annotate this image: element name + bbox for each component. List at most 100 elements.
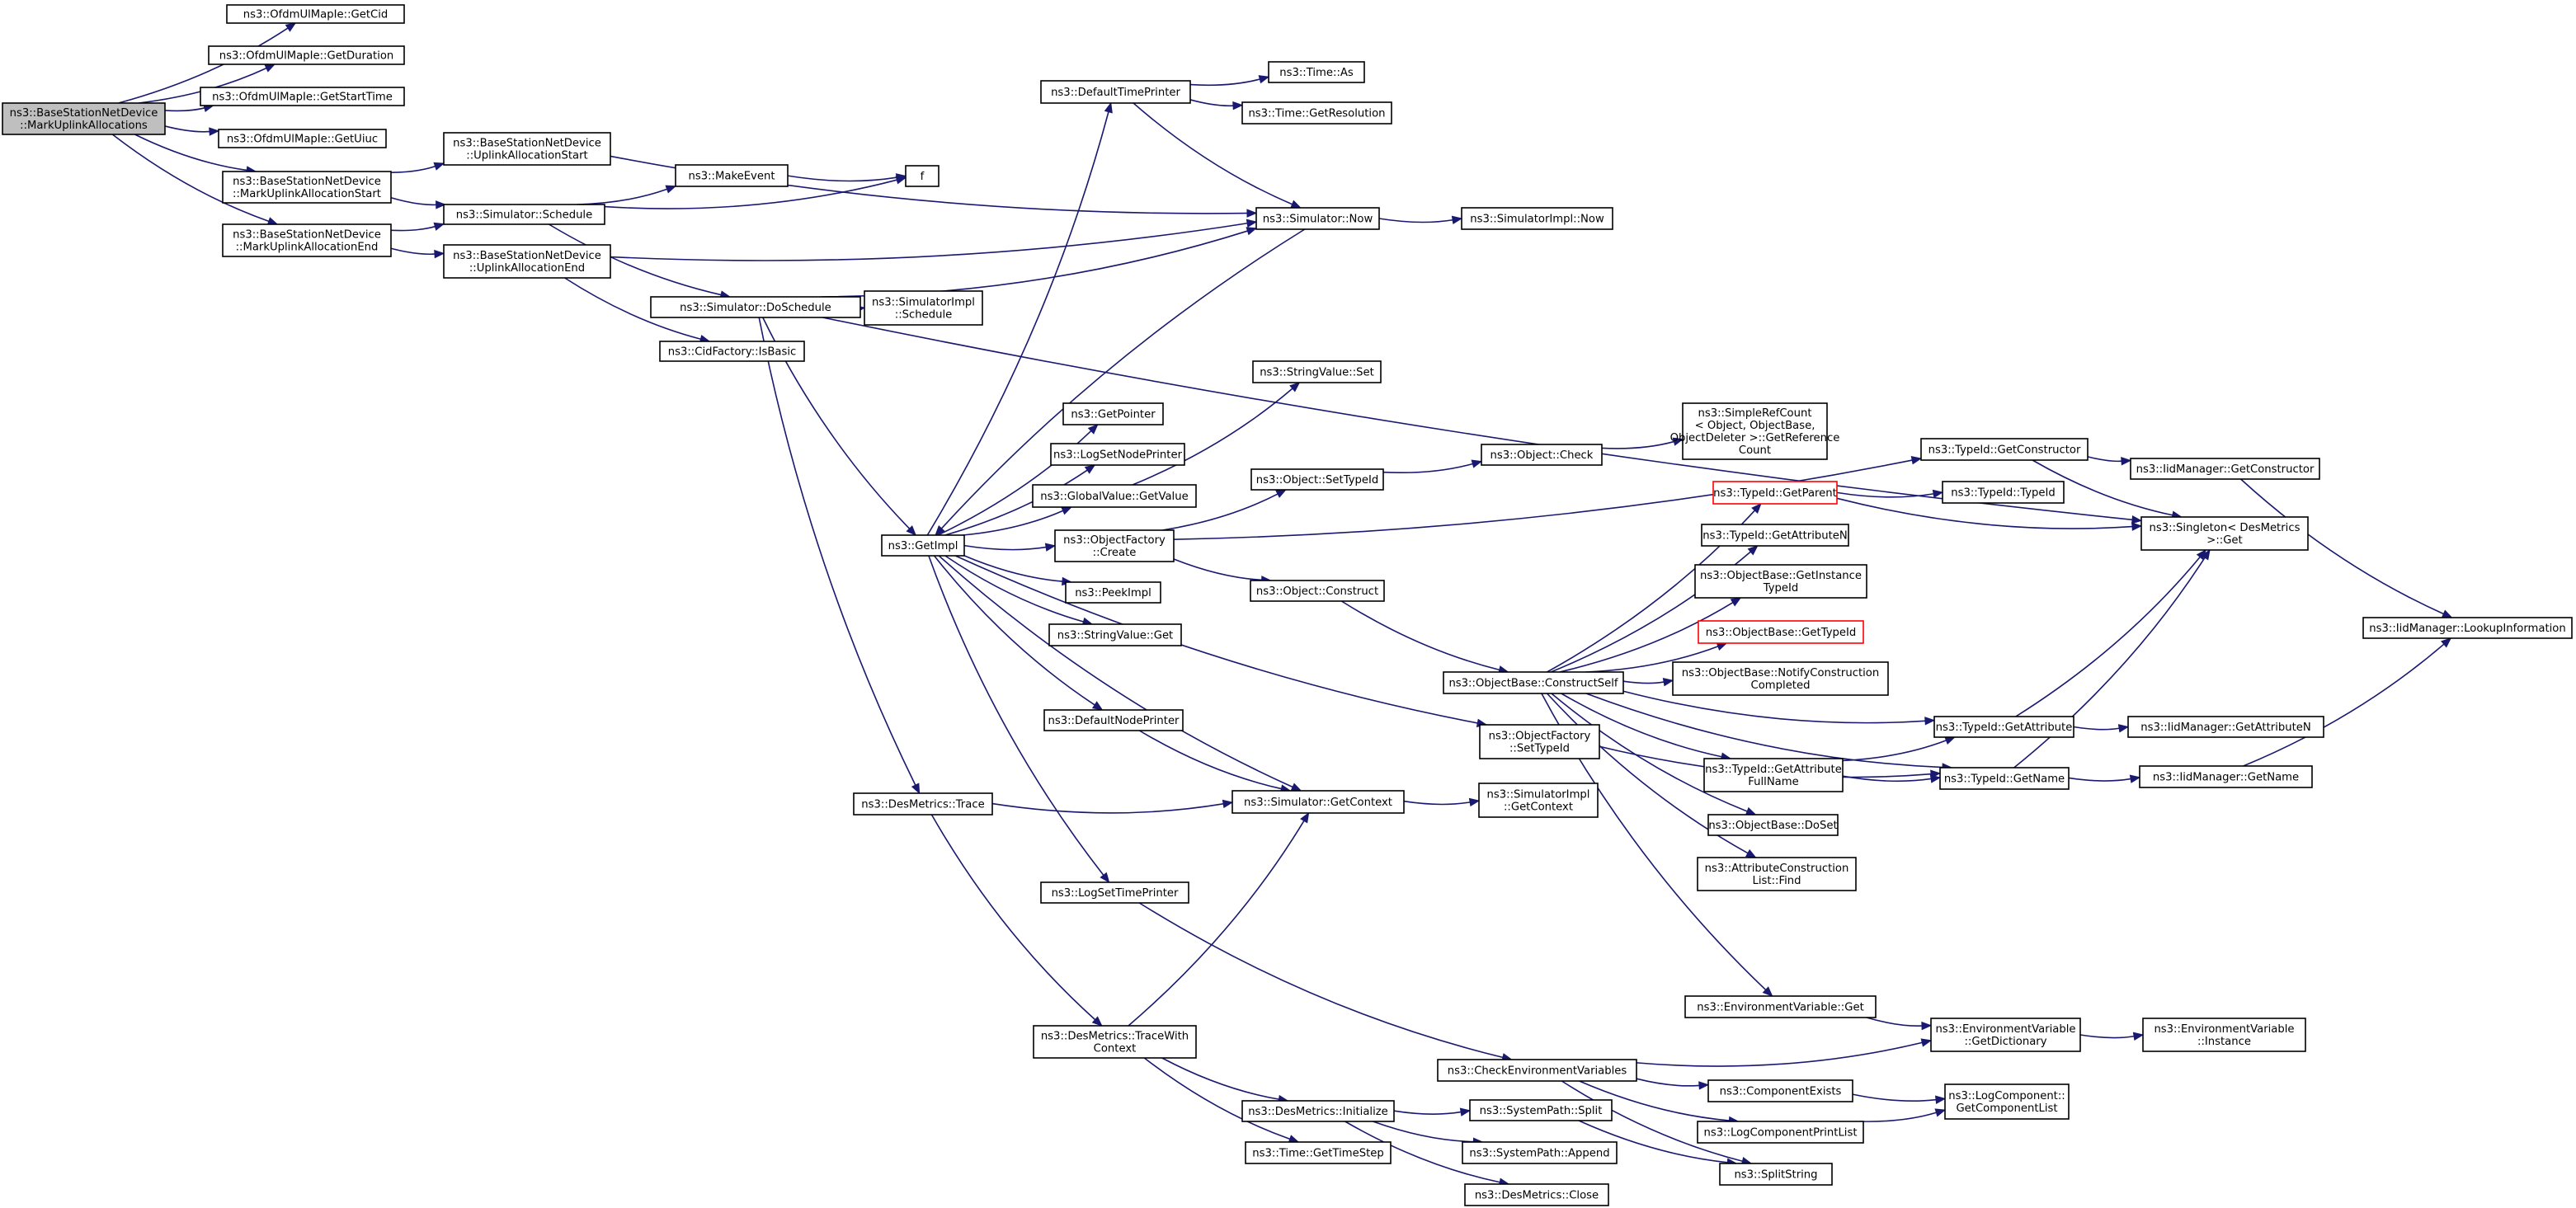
node-stringvalue_set[interactable]: ns3::StringValue::Set xyxy=(1252,360,1382,383)
node-time_getres[interactable]: ns3::Time::GetResolution xyxy=(1241,101,1392,125)
arrowhead xyxy=(1932,489,1944,499)
node-systempath_append[interactable]: ns3::SystemPath::Append xyxy=(1462,1141,1618,1164)
node-time_as[interactable]: ns3::Time::As xyxy=(1268,61,1365,83)
arrowhead xyxy=(433,162,445,171)
node-envvar_get[interactable]: ns3::EnvironmentVariable::Get xyxy=(1684,995,1877,1018)
node-f[interactable]: f xyxy=(905,165,940,187)
edge-sim_doschedule-to-sim_now xyxy=(821,227,1258,298)
node-desmetrics_close[interactable]: ns3::DesMetrics::Close xyxy=(1464,1183,1609,1206)
node-simimpl_getcontext[interactable]: ns3::SimulatorImpl::GetContext xyxy=(1478,783,1599,818)
node-simplerefcount[interactable]: ns3::SimpleRefCount< Object, ObjectBase,… xyxy=(1670,402,1840,460)
node-label: f xyxy=(921,171,925,183)
node-iidmanager_getattrn[interactable]: ns3::IidManager::GetAttributeN xyxy=(2127,716,2324,738)
node-componentexists[interactable]: ns3::ComponentExists xyxy=(1707,1079,1853,1102)
node-box xyxy=(1701,524,1849,547)
node-logsettimeprinter[interactable]: ns3::LogSetTimePrinter xyxy=(1040,881,1189,904)
arrowhead xyxy=(1662,678,1674,687)
node-mark_end[interactable]: ns3::BaseStationNetDevice::MarkUplinkAll… xyxy=(222,223,392,257)
node-defaultnodeprinter[interactable]: ns3::DefaultNodePrinter xyxy=(1043,709,1184,731)
node-iidmanager_getname[interactable]: ns3::IidManager::GetName xyxy=(2139,765,2313,788)
arrowhead xyxy=(2131,515,2143,524)
node-logcomponent_getlist[interactable]: ns3::LogComponent::GetComponentList xyxy=(1944,1083,2070,1120)
node-mark_ul[interactable]: ns3::BaseStationNetDevice::MarkUplinkAll… xyxy=(2,102,166,135)
node-mark_start[interactable]: ns3::BaseStationNetDevice::MarkUplinkAll… xyxy=(222,171,392,204)
node-desmetrics_init[interactable]: ns3::DesMetrics::Initialize xyxy=(1241,1100,1395,1122)
node-typeid_getparent[interactable]: ns3::TypeId::GetParent xyxy=(1712,481,1838,505)
node-ul_start[interactable]: ns3::BaseStationNetDevice::UplinkAllocat… xyxy=(443,132,611,166)
node-getcid[interactable]: ns3::OfdmUlMapIe::GetCid xyxy=(226,4,405,24)
node-label: ns3::SimpleRefCount xyxy=(1698,407,1811,420)
node-box xyxy=(905,165,940,187)
node-typeid_getname[interactable]: ns3::TypeId::GetName xyxy=(1939,767,2070,790)
node-objectbase_doset[interactable]: ns3::ObjectBase::DoSet xyxy=(1707,814,1839,836)
arrowhead xyxy=(1246,209,1258,218)
node-box xyxy=(881,534,965,557)
node-iidmanager_getconstructor[interactable]: ns3::IidManager::GetConstructor xyxy=(2130,458,2320,480)
node-objectbase_constructself[interactable]: ns3::ObjectBase::ConstructSelf xyxy=(1443,671,1624,694)
node-sim_now[interactable]: ns3::Simulator::Now xyxy=(1255,207,1380,230)
node-stringvalue_get[interactable]: ns3::StringValue::Get xyxy=(1048,623,1182,646)
node-objfactory_create[interactable]: ns3::ObjectFactory::Create xyxy=(1054,529,1175,562)
node-sim_getcontext[interactable]: ns3::Simulator::GetContext xyxy=(1231,790,1405,814)
node-getduration[interactable]: ns3::OfdmUlMapIe::GetDuration xyxy=(208,45,405,65)
node-makeevent[interactable]: ns3::MakeEvent xyxy=(675,164,789,187)
node-objfactory_settypeid[interactable]: ns3::ObjectFactory::SetTypeId xyxy=(1479,724,1600,759)
node-typeid_getattrn[interactable]: ns3::TypeId::GetAttributeN xyxy=(1701,524,1849,547)
node-desmetrics_trace[interactable]: ns3::DesMetrics::Trace xyxy=(853,792,993,816)
node-splitstring[interactable]: ns3::SplitString xyxy=(1719,1163,1833,1186)
edge-ul_end-to-sim_now xyxy=(610,219,1258,261)
node-objectbase_gettypeid[interactable]: ns3::ObjectBase::GetTypeId xyxy=(1698,620,1864,644)
node-systempath_split[interactable]: ns3::SystemPath::Split xyxy=(1469,1099,1613,1121)
node-object_check[interactable]: ns3::Object::Check xyxy=(1481,444,1603,466)
node-logcomponentprintlist[interactable]: ns3::LogComponentPrintList xyxy=(1697,1121,1864,1144)
edge-getimpl-to-defaultnodeprinter xyxy=(933,555,1104,711)
edge-desmetrics_trace-to-desmetrics_tracewith xyxy=(930,814,1103,1027)
node-getuiuc[interactable]: ns3::OfdmUlMapIe::GetUiuc xyxy=(218,129,387,148)
node-simimpl_schedule[interactable]: ns3::SimulatorImpl::Schedule xyxy=(864,290,983,326)
node-label: FullName xyxy=(1748,776,1798,788)
arrowhead xyxy=(1751,503,1762,515)
node-typeid_typeid[interactable]: ns3::TypeId::TypeId xyxy=(1942,481,2065,504)
node-label: ns3::GetPointer xyxy=(1071,409,1156,421)
node-checkenv[interactable]: ns3::CheckEnvironmentVariables xyxy=(1437,1059,1637,1082)
node-cidfactory[interactable]: ns3::CidFactory::IsBasic xyxy=(659,341,805,362)
node-singleton_get[interactable]: ns3::Singleton< DesMetrics >::Get xyxy=(2140,516,2309,551)
node-getpointer[interactable]: ns3::GetPointer xyxy=(1062,402,1164,425)
node-box xyxy=(1939,767,2070,790)
node-objectbase_notify[interactable]: ns3::ObjectBase::NotifyConstructionCompl… xyxy=(1672,661,1889,696)
node-label: ns3::SystemPath::Append xyxy=(1469,1148,1609,1160)
node-label: < Object, ObjectBase, xyxy=(1695,420,1815,432)
node-object_construct[interactable]: ns3::Object::Construct xyxy=(1250,580,1385,602)
node-envvar_instance[interactable]: ns3::EnvironmentVariable::Instance xyxy=(2142,1018,2306,1052)
node-envvar_getdict[interactable]: ns3::EnvironmentVariable::GetDictionary xyxy=(1930,1018,2081,1052)
node-ul_end[interactable]: ns3::BaseStationNetDevice::UplinkAllocat… xyxy=(443,244,611,279)
edge-sim_getcontext-to-simimpl_getcontext xyxy=(1403,797,1481,807)
edge-defaulttimeprinter-to-time_getres xyxy=(1189,99,1244,110)
node-logsetnodeprinter[interactable]: ns3::LogSetNodePrinter xyxy=(1050,443,1185,466)
node-getimpl[interactable]: ns3::GetImpl xyxy=(881,534,965,557)
node-label: ns3::OfdmUlMapIe::GetCid xyxy=(243,9,389,21)
node-globalvalue_get[interactable]: ns3::GlobalValue::GetValue xyxy=(1032,484,1197,508)
arrowhead xyxy=(1290,200,1302,209)
node-sim_doschedule[interactable]: ns3::Simulator::DoSchedule xyxy=(650,296,861,318)
node-sim_schedule[interactable]: ns3::Simulator::Schedule xyxy=(443,204,605,225)
node-time_gettimestep[interactable]: ns3::Time::GetTimeStep xyxy=(1245,1141,1392,1164)
node-peekimpl[interactable]: ns3::PeekImpl xyxy=(1065,581,1161,604)
node-defaulttimeprinter[interactable]: ns3::DefaultTimePrinter xyxy=(1040,80,1191,104)
node-typeid_getconstructor[interactable]: ns3::TypeId::GetConstructor xyxy=(1920,438,2089,461)
node-box xyxy=(853,792,993,816)
node-box xyxy=(1707,814,1839,836)
node-iidmanager_lookup[interactable]: ns3::IidManager::LookupInformation xyxy=(2362,617,2573,639)
node-object_settypeid[interactable]: ns3::Object::SetTypeId xyxy=(1250,468,1384,491)
node-box xyxy=(1241,1100,1395,1122)
node-getstarttime[interactable]: ns3::OfdmUlMapIe::GetStartTime xyxy=(200,87,405,106)
node-simimpl_now[interactable]: ns3::SimulatorImpl::Now xyxy=(1461,207,1613,230)
node-label: ns3::SystemPath::Split xyxy=(1480,1105,1603,1117)
node-box xyxy=(200,87,405,106)
arrowhead xyxy=(2441,637,2452,648)
node-typeid_getattribute[interactable]: ns3::TypeId::GetAttribute xyxy=(1933,716,2074,738)
